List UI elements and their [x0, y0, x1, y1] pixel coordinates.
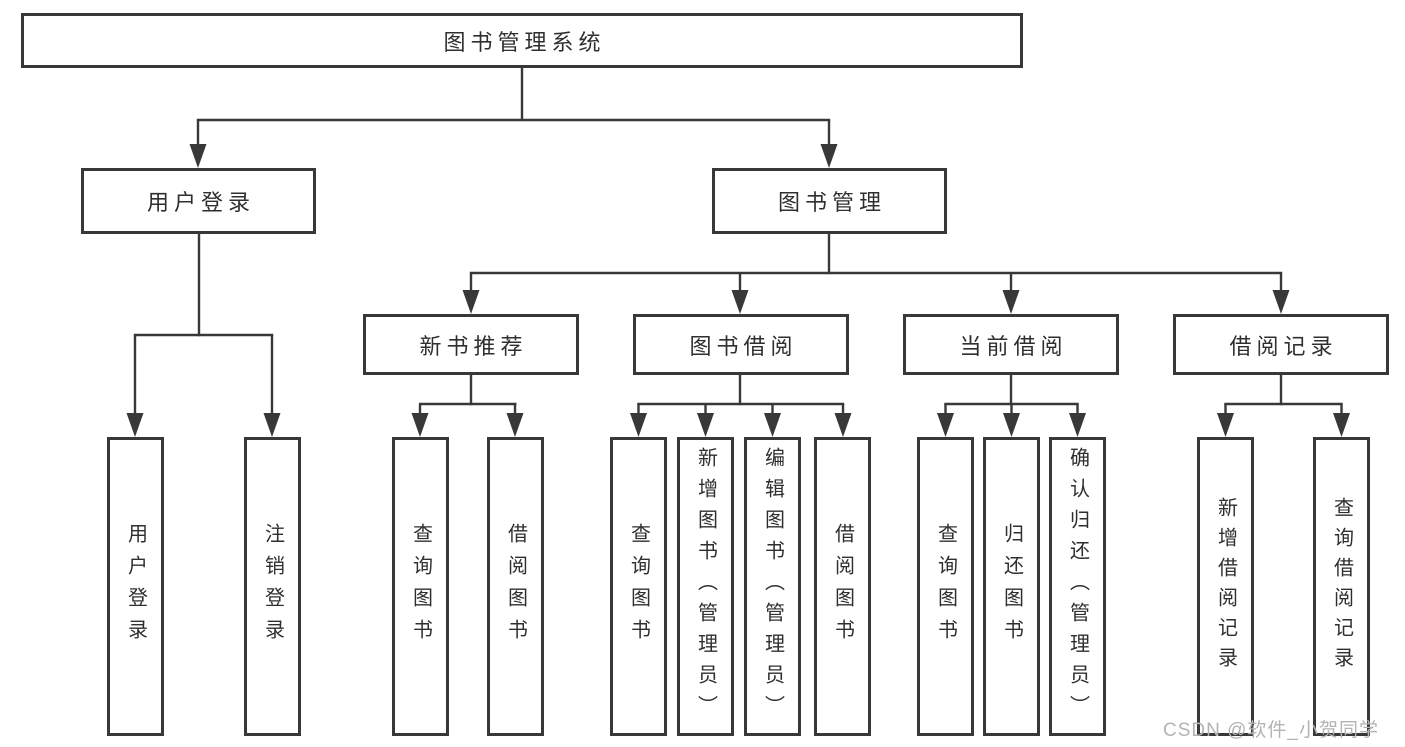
node-book-management-system: 图书管理系统: [21, 13, 1023, 68]
node-new-book-recommendation: 新书推荐: [363, 314, 579, 375]
node-book-management: 图书管理: [712, 168, 947, 234]
node-leaf-user-login: 用户登录: [107, 437, 164, 736]
edges-user-login-branch: [126, 234, 281, 437]
node-label: 图书借阅: [689, 333, 798, 359]
node-label: 查询借阅记录: [1330, 496, 1353, 677]
edges-new-book-recommendation-branch: [411, 375, 524, 437]
edges-root-to-level2: [189, 68, 838, 168]
node-label: 确认归还（管理员）: [1066, 447, 1089, 726]
node-leaf-query-books-current: 查询图书: [917, 437, 974, 736]
node-current-borrowing: 当前借阅: [903, 314, 1119, 375]
node-user-login: 用户登录: [81, 168, 316, 234]
edges-borrowing-records-branch: [1217, 375, 1350, 437]
node-label: 用户登录: [146, 190, 255, 215]
node-label: 当前借阅: [959, 333, 1068, 359]
node-borrowing-records: 借阅记录: [1173, 314, 1389, 375]
node-label: 查询图书: [409, 522, 432, 651]
node-label: 新书推荐: [419, 333, 528, 359]
node-leaf-return-books: 归还图书: [983, 437, 1040, 736]
edges-book-borrowing-branch: [630, 375, 852, 437]
node-leaf-query-books-recommend: 查询图书: [392, 437, 449, 736]
node-book-borrowing: 图书借阅: [633, 314, 849, 375]
node-label: 新增借阅记录: [1214, 496, 1237, 677]
edges-current-borrowing-branch: [937, 375, 1086, 437]
node-label: 编辑图书（管理员）: [761, 447, 784, 726]
node-label: 归还图书: [1000, 522, 1023, 651]
node-leaf-borrow-books-recommend: 借阅图书: [487, 437, 544, 736]
node-label: 图书管理: [777, 190, 886, 215]
node-leaf-borrow-books-borrowing: 借阅图书: [814, 437, 871, 736]
edges-book-management-branch: [462, 234, 1290, 314]
node-leaf-logout: 注销登录: [244, 437, 301, 736]
node-label: 借阅图书: [831, 522, 854, 651]
node-label: 借阅记录: [1229, 333, 1338, 359]
node-label: 图书管理系统: [443, 29, 606, 55]
node-leaf-add-books-admin: 新增图书（管理员）: [677, 437, 734, 736]
node-label: 借阅图书: [504, 522, 527, 651]
node-label: 查询图书: [627, 522, 650, 651]
csdn-watermark: CSDN @软件_小贺同学: [1163, 720, 1379, 741]
node-label: 用户登录: [124, 522, 147, 651]
node-leaf-confirm-return-admin: 确认归还（管理员）: [1049, 437, 1106, 736]
node-leaf-query-books-borrowing: 查询图书: [610, 437, 667, 736]
node-leaf-add-borrow-record: 新增借阅记录: [1197, 437, 1254, 736]
node-leaf-edit-books-admin: 编辑图书（管理员）: [744, 437, 801, 736]
node-label: 新增图书（管理员）: [694, 447, 717, 726]
node-label: 查询图书: [934, 522, 957, 651]
node-label: 注销登录: [261, 522, 284, 651]
node-leaf-query-borrow-record: 查询借阅记录: [1313, 437, 1370, 736]
